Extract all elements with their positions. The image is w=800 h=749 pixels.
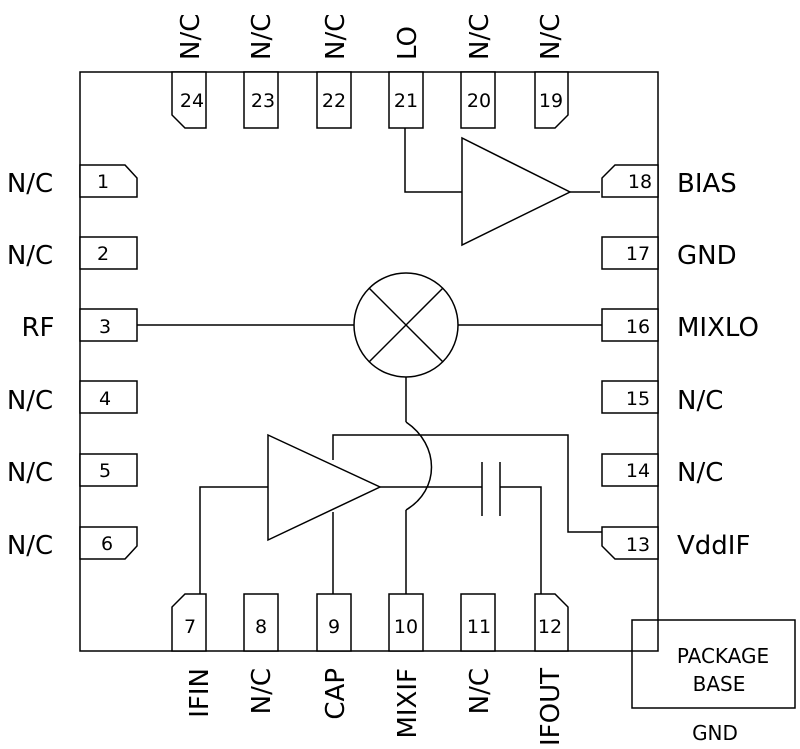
pin-3: 3 RF: [21, 308, 138, 343]
pin-16: 16 MIXLO: [601, 308, 759, 343]
pin-12-number: 12: [538, 616, 562, 638]
pin-19-label: N/C: [536, 14, 566, 60]
pin-9: 9 CAP: [316, 593, 352, 720]
pin-5: 5 N/C: [7, 453, 138, 488]
pin-18: 18 BIAS: [601, 164, 737, 199]
package-body: [79, 71, 659, 652]
pin-6-number: 6: [101, 533, 113, 555]
pin-14-label: N/C: [677, 458, 723, 488]
pin-24-label: N/C: [176, 14, 206, 60]
pin-20-label: N/C: [465, 14, 495, 60]
pin-8: 8 N/C: [243, 593, 279, 714]
pin-4: 4 N/C: [7, 380, 138, 416]
pin-18-number: 18: [628, 171, 652, 193]
pin-10: 10 MIXIF: [388, 593, 424, 739]
pin-4-label: N/C: [7, 386, 53, 416]
pin-4-number: 4: [99, 388, 111, 410]
package-base-line2: BASE: [693, 672, 746, 696]
pin-12-label: IFOUT: [536, 668, 566, 746]
if-amplifier: [267, 433, 382, 542]
pin-5-label: N/C: [7, 458, 53, 488]
pin-22-number: 22: [322, 90, 346, 112]
pin-16-number: 16: [626, 316, 650, 338]
pin-6-label: N/C: [7, 531, 53, 561]
pin-11: 11 N/C: [460, 593, 496, 714]
pin-2: 2 N/C: [7, 236, 138, 271]
pin-9-label: CAP: [321, 668, 351, 720]
pin-21: 21 LO: [388, 26, 424, 129]
pin-14-number: 14: [626, 460, 650, 482]
pin-2-label: N/C: [7, 241, 53, 271]
pin-22-label: N/C: [321, 14, 351, 60]
pin-23-number: 23: [251, 90, 275, 112]
pin-3-label: RF: [21, 313, 54, 343]
pin-13-number: 13: [626, 534, 650, 556]
pin-8-label: N/C: [247, 668, 277, 714]
pin-11-number: 11: [467, 616, 491, 638]
pin-8-number: 8: [255, 616, 267, 638]
package-base-box: [631, 619, 796, 709]
pin-24: 24 N/C: [171, 14, 207, 129]
pin-21-label: LO: [393, 26, 423, 60]
pin-7: 7 IFIN: [171, 593, 215, 718]
pin-11-label: N/C: [465, 668, 495, 714]
vddif-wire: [332, 434, 602, 533]
pin-20: 20 N/C: [460, 14, 496, 129]
pin-5-number: 5: [99, 460, 111, 482]
package-base-gnd: GND: [692, 721, 738, 745]
ifout-wire: [500, 486, 542, 594]
pin-1-number: 1: [97, 171, 109, 193]
pin-23: 23 N/C: [243, 14, 279, 129]
pin-18-label: BIAS: [677, 169, 737, 199]
pin-1-label: N/C: [7, 169, 53, 199]
pin-22: 22 N/C: [316, 14, 352, 129]
pin-15-label: N/C: [677, 386, 723, 416]
pin-6: 6 N/C: [7, 526, 138, 561]
pin-17: 17 GND: [601, 236, 737, 271]
pin-17-number: 17: [626, 243, 650, 265]
pin-2-number: 2: [97, 243, 109, 265]
pin-15-number: 15: [626, 388, 650, 410]
pin-9-number: 9: [328, 616, 340, 638]
pin-10-label: MIXIF: [393, 668, 423, 739]
lo-wire: [404, 128, 462, 193]
pin-1: 1 N/C: [7, 164, 138, 199]
pin-7-label: IFIN: [185, 668, 215, 718]
pin-17-label: GND: [677, 241, 737, 271]
pin-13-label: VddIF: [677, 531, 750, 561]
pin-19-number: 19: [539, 90, 563, 112]
pin-13: 13 VddIF: [601, 526, 750, 561]
pin-3-number: 3: [99, 316, 111, 338]
pin-16-label: MIXLO: [677, 313, 759, 343]
pin-20-number: 20: [467, 90, 491, 112]
pin-7-number: 7: [184, 616, 196, 638]
pin-21-number: 21: [394, 90, 418, 112]
pin-23-label: N/C: [247, 14, 277, 60]
pin-15: 15 N/C: [601, 380, 723, 416]
pin-24-number: 24: [180, 90, 204, 112]
pin-19: 19 N/C: [534, 14, 569, 129]
pin-12: 12 IFOUT: [534, 593, 569, 746]
pin-10-number: 10: [394, 616, 418, 638]
package-base-line1: PACKAGE: [677, 644, 769, 668]
pin-14: 14 N/C: [601, 453, 723, 488]
mixif-wire-hop: [405, 421, 433, 511]
ifin-wire: [199, 486, 268, 594]
lo-amplifier: [461, 136, 572, 247]
